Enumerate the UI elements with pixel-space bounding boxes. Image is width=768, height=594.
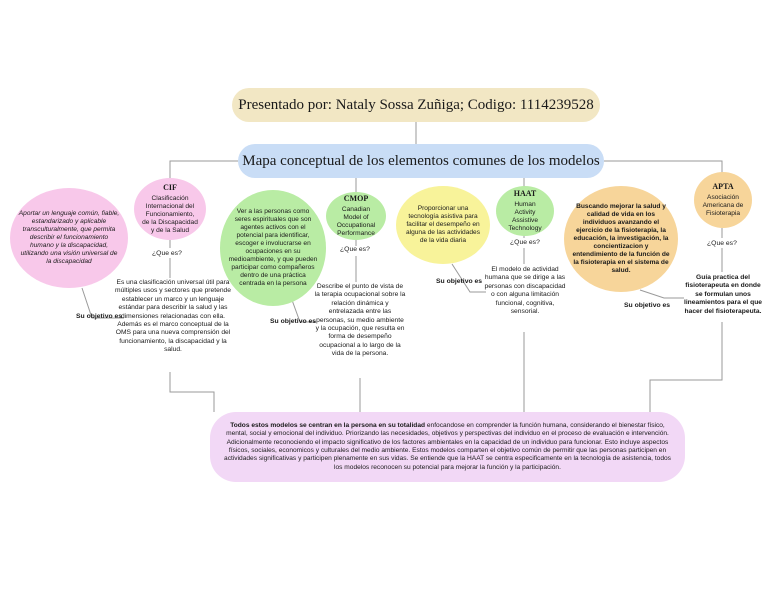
haat-objective-cloud: Proporcionar una tecnología asistiva par… [396,186,490,264]
cmop-abbr: CMOP [343,194,369,204]
cif-objective-cloud: Aportar un lenguaje común, fiable, estan… [10,188,128,288]
apta-description: Guía practica del fisioterapeuta en dond… [683,274,763,315]
cmop-cloud: CMOP Canadian Model of Occupational Perf… [326,192,386,240]
haat-objective-connector: Su objetivo es [436,278,483,285]
cmop-question: ¿Que es? [340,246,370,253]
author-text: Presentado por: Nataly Sossa Zuñiga; Cod… [238,96,594,113]
cif-objective-text: Aportar un lenguaje común, fiable, estan… [18,209,120,266]
cmop-description: Describe el punto de vista de la terapia… [314,283,406,357]
summary-box: Todos estos modelos se centran en la per… [210,412,685,482]
haat-objective-text: Proporcionar una tecnología asistiva par… [405,204,481,245]
cif-description: Es una clasificación universal útil para… [115,279,231,353]
summary-paragraph: Todos estos modelos se centran en la per… [224,422,671,473]
haat-description: El modelo de actividad humana que se dir… [484,266,566,315]
apta-question: ¿Que es? [707,240,737,247]
apta-objective-cloud: Buscando mejorar la salud y calidad de v… [564,186,678,292]
apta-name: Asociación Americana de Fisioterapia [702,193,744,217]
author-banner: Presentado por: Nataly Sossa Zuñiga; Cod… [232,88,600,122]
cif-question: ¿Que es? [152,250,182,257]
cif-cloud: CIF Clasificación Internacional del Func… [134,178,206,240]
cmop-objective-cloud: Ver a las personas como seres espiritual… [220,190,326,306]
cif-objective-connector: Su objetivo es [76,313,123,320]
haat-abbr: HAAT [513,189,537,199]
haat-question: ¿Que es? [510,239,540,246]
cif-name: Clasificación Internacional del Funciona… [142,194,198,234]
apta-objective-connector: Su objetivo es [624,302,671,309]
cmop-objective-text: Ver a las personas como seres espiritual… [228,207,318,288]
apta-cloud: APTA Asociación Americana de Fisioterapi… [694,172,752,228]
cif-abbr: CIF [163,183,177,193]
summary-text: enfocandose en comprender la función hum… [224,421,671,471]
cmop-name: Canadian Model of Occupational Performan… [336,205,376,237]
main-title: Mapa conceptual de los elementos comunes… [242,152,600,169]
apta-objective-text: Buscando mejorar la salud y calidad de v… [572,202,670,275]
apta-abbr: APTA [712,182,734,192]
haat-cloud: HAAT Human Activity Assistive Technology [496,186,554,236]
summary-lead: Todos estos modelos se centran en la per… [230,421,426,429]
cmop-objective-connector: Su objetivo es [270,318,317,325]
main-title-banner: Mapa conceptual de los elementos comunes… [238,144,604,178]
haat-name: Human Activity Assistive Technology [508,200,542,232]
